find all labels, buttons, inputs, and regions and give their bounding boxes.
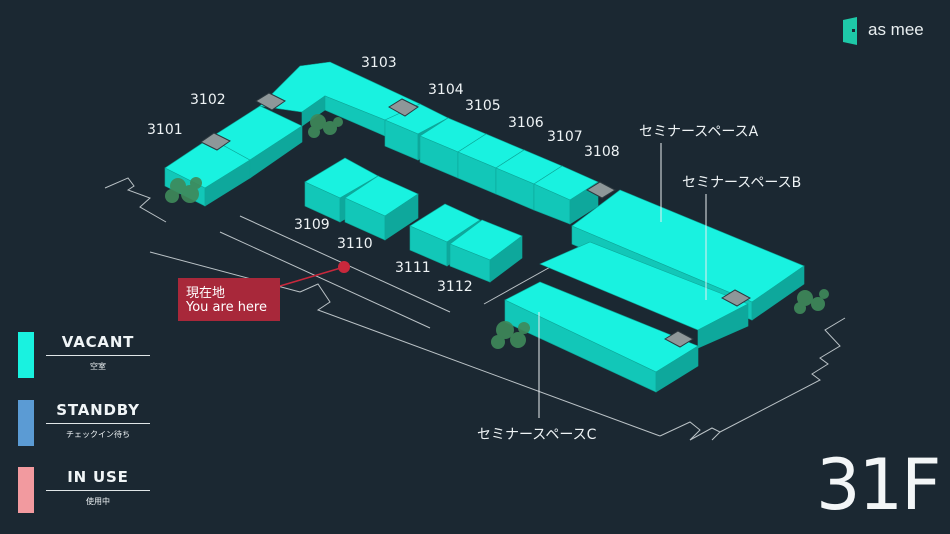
room-label-3106: 3106: [508, 115, 544, 131]
door-icon: [843, 17, 857, 45]
plant-icon: [165, 177, 202, 203]
current-location-dot: [338, 261, 350, 273]
plant-icon: [794, 289, 829, 314]
current-location-en: You are here: [186, 300, 267, 315]
legend-sub-vacant: 空室: [90, 362, 106, 371]
room-seminar-c-block[interactable]: [504, 281, 699, 393]
room-label-3101: 3101: [147, 122, 183, 138]
legend-sub-in-use: 使用中: [86, 497, 110, 506]
room-label-3109: 3109: [294, 217, 330, 233]
brand-name: as mee: [868, 20, 924, 39]
brand-logo: as mee: [843, 17, 943, 45]
legend-rule: [46, 490, 150, 491]
room-label-3110: 3110: [337, 236, 373, 252]
floor-number: 31F: [816, 444, 941, 526]
room-label-3104: 3104: [428, 82, 464, 98]
legend-title-vacant: VACANT: [61, 333, 135, 351]
legend-swatch-in-use: [18, 467, 34, 513]
legend-title-in-use: IN USE: [67, 468, 129, 486]
legend-rule: [46, 423, 150, 424]
room-label-3107: 3107: [547, 129, 583, 145]
room-3112-block[interactable]: [449, 219, 523, 283]
room-label-seminar-a: セミナースペースA: [639, 124, 759, 140]
legend-vacant: VACANT 空室: [18, 332, 150, 380]
plant-decorations: [165, 114, 829, 349]
legend-standby: STANDBY チェックイン待ち: [18, 400, 150, 448]
current-location-marker: [279, 261, 350, 287]
legend-title-standby: STANDBY: [56, 401, 140, 419]
legend-swatch-standby: [18, 400, 34, 446]
room-label-3102: 3102: [190, 92, 226, 108]
room-label-3111: 3111: [395, 260, 431, 276]
room-seminar-b-block[interactable]: [539, 241, 749, 349]
current-location-label: 現在地 You are here: [178, 278, 280, 321]
floor-outline: [104, 137, 846, 441]
legend-swatch-vacant: [18, 332, 34, 378]
room-label-3108: 3108: [584, 144, 620, 160]
room-label-seminar-b: セミナースペースB: [682, 175, 802, 191]
room-3110-block[interactable]: [344, 175, 419, 241]
room-label-3103: 3103: [361, 55, 397, 71]
legend-sub-standby: チェックイン待ち: [66, 430, 130, 439]
room-devices: [200, 92, 752, 348]
plant-icon: [308, 114, 343, 138]
seminar-leaders: [538, 143, 707, 418]
legend-in-use: IN USE 使用中: [18, 467, 150, 515]
room-blocks: [164, 61, 805, 393]
room-label-3105: 3105: [465, 98, 501, 114]
room-label-3112: 3112: [437, 279, 473, 295]
legend-rule: [46, 355, 150, 356]
plant-icon: [491, 321, 530, 349]
current-location-ja: 現在地: [186, 286, 226, 301]
room-label-seminar-c: セミナースペースC: [477, 427, 597, 443]
